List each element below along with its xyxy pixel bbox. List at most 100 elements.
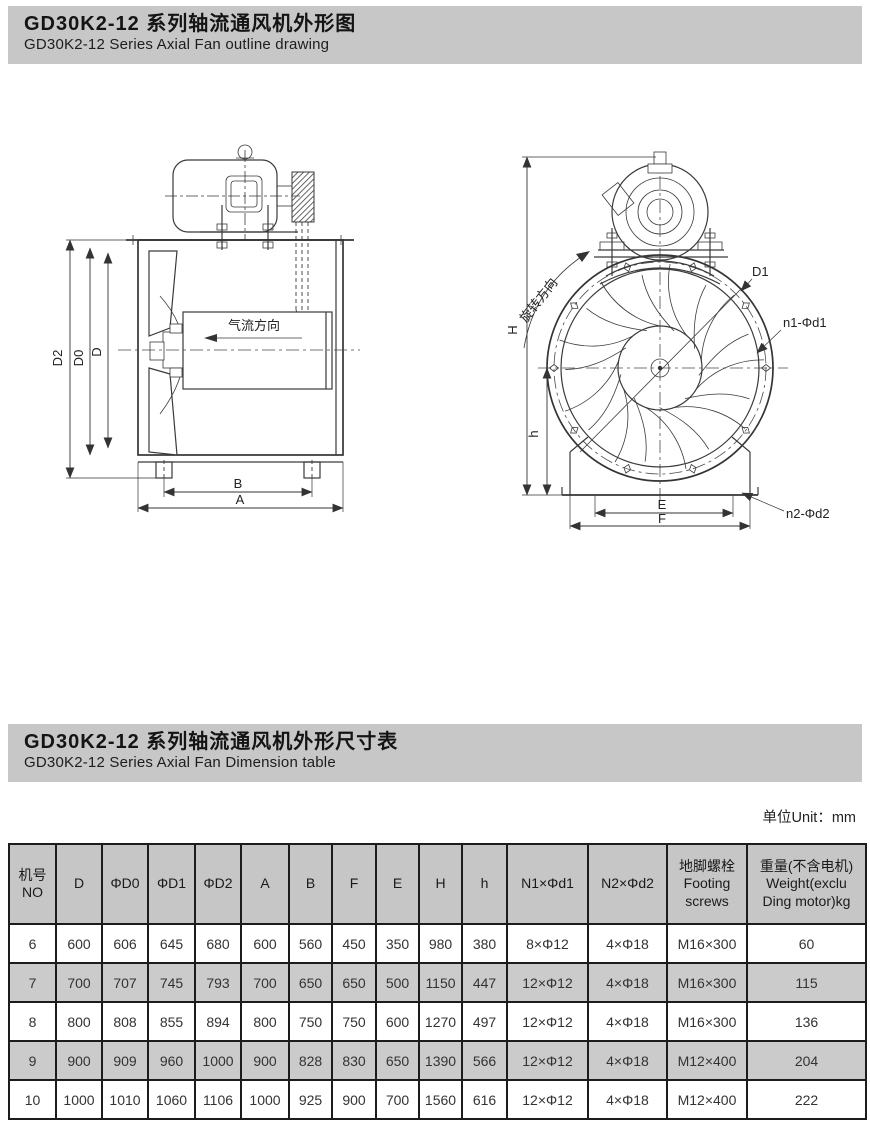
col-header-no-zh: 机号 bbox=[18, 866, 47, 883]
outline-section-header: GD30K2-12 系列轴流通风机外形图 GD30K2-12 Series Ax… bbox=[8, 6, 862, 64]
col-header-n1d1: N1×Φd1 bbox=[506, 843, 589, 925]
col-header-d2: ΦD2 bbox=[194, 843, 242, 925]
table-cell: 1000 bbox=[55, 1079, 103, 1120]
dimension-table-head: 机号 NO D ΦD0 ΦD1 ΦD2 A B F E H h N1×Φd1 N… bbox=[8, 843, 867, 925]
table-cell: M16×300 bbox=[666, 1001, 748, 1042]
callout-n1-d1: n1-Φd1 bbox=[783, 315, 827, 330]
table-cell: 650 bbox=[288, 962, 333, 1003]
table-cell: 500 bbox=[375, 962, 420, 1003]
saddle-arc bbox=[605, 260, 715, 277]
unit-note: 单位Unit：mm bbox=[762, 810, 856, 826]
table-cell: 560 bbox=[288, 923, 333, 964]
table-cell: 793 bbox=[194, 962, 242, 1003]
table-cell: 1150 bbox=[418, 962, 463, 1003]
table-cell: 745 bbox=[147, 962, 196, 1003]
table-cell: 12×Φ12 bbox=[506, 1001, 589, 1042]
motor-front-view bbox=[594, 151, 728, 285]
table-cell: 12×Φ12 bbox=[506, 1079, 589, 1120]
col-header-e: E bbox=[375, 843, 420, 925]
table-cell: 12×Φ12 bbox=[506, 962, 589, 1003]
col-header-footing: 地脚螺栓 Footing screws bbox=[666, 843, 748, 925]
table-cell: 909 bbox=[101, 1040, 149, 1081]
callout-d1: D1 bbox=[752, 264, 769, 279]
outline-title-zh: GD30K2-12 系列轴流通风机外形图 bbox=[24, 13, 357, 35]
dim-label-a: A bbox=[236, 492, 245, 507]
table-cell: 350 bbox=[375, 923, 420, 964]
table-cell: 4×Φ18 bbox=[587, 1001, 668, 1042]
side-dimensions: D2 D0 D B A bbox=[50, 239, 344, 513]
table-cell: 600 bbox=[240, 923, 290, 964]
table-cell: M16×300 bbox=[666, 923, 748, 964]
col-header-footing-en2: screws bbox=[685, 892, 729, 909]
table-cell: 60 bbox=[746, 923, 867, 964]
col-header-weight-en1: Weight(exclu bbox=[766, 875, 847, 892]
table-cell: 650 bbox=[331, 962, 377, 1003]
table-cell: 650 bbox=[375, 1040, 420, 1081]
table-cell: M12×400 bbox=[666, 1079, 748, 1120]
table-cell: 800 bbox=[240, 1001, 290, 1042]
table-cell: 447 bbox=[461, 962, 508, 1003]
col-header-a: A bbox=[240, 843, 290, 925]
table-cell: 9 bbox=[8, 1040, 57, 1081]
table-cell: 616 bbox=[461, 1079, 508, 1120]
dim-label-d: D bbox=[89, 347, 104, 356]
col-header-f: F bbox=[331, 843, 377, 925]
airflow-direction-label: 气流方向 bbox=[228, 318, 280, 333]
inner-cylinder: 气流方向 bbox=[182, 311, 333, 390]
table-cell: 900 bbox=[55, 1040, 103, 1081]
table-cell: 1106 bbox=[194, 1079, 242, 1120]
col-header-b: B bbox=[288, 843, 333, 925]
table-cell: M12×400 bbox=[666, 1040, 748, 1081]
col-header-footing-zh: 地脚螺栓 bbox=[679, 857, 735, 874]
fan-outline-drawing: 气流方向 D2 D0 D bbox=[50, 144, 830, 531]
table-cell: 855 bbox=[147, 1001, 196, 1042]
table-cell: 450 bbox=[331, 923, 377, 964]
motor-side-view bbox=[165, 144, 315, 319]
table-title-en: GD30K2-12 Series Axial Fan Dimension tab… bbox=[24, 754, 336, 771]
dim-label-d0: D0 bbox=[71, 350, 86, 367]
table-cell: 707 bbox=[101, 962, 149, 1003]
table-cell: M16×300 bbox=[666, 962, 748, 1003]
rotation-direction-label: 旋转方向 bbox=[517, 275, 561, 325]
table-cell: 4×Φ18 bbox=[587, 923, 668, 964]
col-header-h-low: h bbox=[461, 843, 508, 925]
table-cell: 8 bbox=[8, 1001, 57, 1042]
table-cell: 12×Φ12 bbox=[506, 1040, 589, 1081]
col-header-footing-en1: Footing bbox=[683, 875, 731, 892]
table-cell: 600 bbox=[55, 923, 103, 964]
motor-eye-bolt bbox=[237, 144, 253, 160]
table-cell: 800 bbox=[55, 1001, 103, 1042]
dim-label-d2: D2 bbox=[50, 350, 65, 367]
col-header-d1: ΦD1 bbox=[147, 843, 196, 925]
table-cell: 4×Φ18 bbox=[587, 1040, 668, 1081]
side-view-drawing: 气流方向 D2 D0 D bbox=[50, 144, 360, 513]
table-cell: 10 bbox=[8, 1079, 57, 1120]
col-header-weight-en2: Ding motor)kg bbox=[762, 892, 851, 909]
table-cell: 600 bbox=[375, 1001, 420, 1042]
table-cell: 1270 bbox=[418, 1001, 463, 1042]
table-cell: 1000 bbox=[240, 1079, 290, 1120]
table-cell: 750 bbox=[288, 1001, 333, 1042]
col-header-weight-zh: 重量(不含电机) bbox=[759, 857, 854, 874]
table-cell: 750 bbox=[331, 1001, 377, 1042]
col-header-d0: ΦD0 bbox=[101, 843, 149, 925]
table-cell: 115 bbox=[746, 962, 867, 1003]
table-cell: 900 bbox=[240, 1040, 290, 1081]
table-cell: 204 bbox=[746, 1040, 867, 1081]
table-cell: 830 bbox=[331, 1040, 377, 1081]
col-header-n2d2: N2×Φd2 bbox=[587, 843, 668, 925]
table-cell: 1000 bbox=[194, 1040, 242, 1081]
airflow-arrow bbox=[204, 334, 302, 342]
table-cell: 808 bbox=[101, 1001, 149, 1042]
front-view-drawing: 旋转方向 H h E F bbox=[505, 151, 830, 531]
table-cell: 606 bbox=[101, 923, 149, 964]
callout-n2-d2: n2-Φd2 bbox=[786, 506, 830, 521]
table-cell: 700 bbox=[375, 1079, 420, 1120]
table-cell: 1560 bbox=[418, 1079, 463, 1120]
table-cell: 8×Φ12 bbox=[506, 923, 589, 964]
